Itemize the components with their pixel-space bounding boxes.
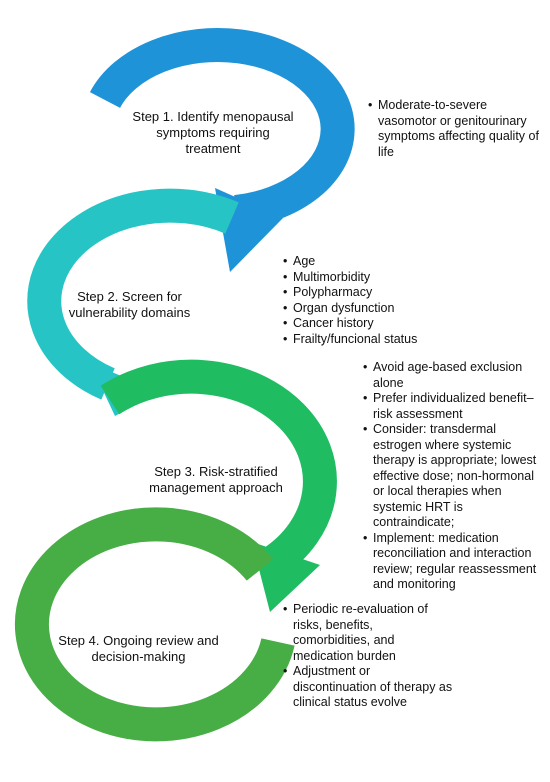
list-item: Prefer individualized benefit–risk asses… <box>363 391 547 422</box>
step-1-label: Step 1. Identify menopausal symptoms req… <box>132 109 294 156</box>
list-item: Avoid age-based exclusion alone <box>363 360 547 391</box>
list-item: Polypharmacy <box>283 285 448 301</box>
step-2-label: Step 2. Screen for vulnerability domains <box>68 289 191 320</box>
step-4-arrow <box>14 507 295 742</box>
step-1-details: Moderate-to-severe vasomotor or genitour… <box>368 98 546 160</box>
step-3-details: Avoid age-based exclusion alone Prefer i… <box>363 360 547 593</box>
step-2-arrow <box>27 188 239 400</box>
list-item: Moderate-to-severe vasomotor or genitour… <box>368 98 546 160</box>
list-item: Consider: transdermal estrogen where sys… <box>363 422 547 531</box>
list-item: Age <box>283 254 448 270</box>
list-item: Organ dysfunction <box>283 301 448 317</box>
step-1-arrow <box>89 28 355 229</box>
list-item: Cancer history <box>283 316 448 332</box>
list-item: Periodic re-evaluation of risks, benefit… <box>283 602 453 664</box>
step-3-label: Step 3. Risk-stratified management appro… <box>149 464 283 495</box>
step-3-arrow <box>100 359 337 578</box>
step-4-details: Periodic re-evaluation of risks, benefit… <box>283 602 453 711</box>
list-item: Frailty/funcional status <box>283 332 448 348</box>
list-item: Adjustment or discontinuation of therapy… <box>283 664 453 711</box>
step-2-details: Age Multimorbidity Polypharmacy Organ dy… <box>283 254 448 347</box>
list-item: Multimorbidity <box>283 270 448 286</box>
list-item: Implement: medication reconciliation and… <box>363 531 547 593</box>
step-4-label: Step 4. Ongoing review and decision-maki… <box>58 633 219 664</box>
